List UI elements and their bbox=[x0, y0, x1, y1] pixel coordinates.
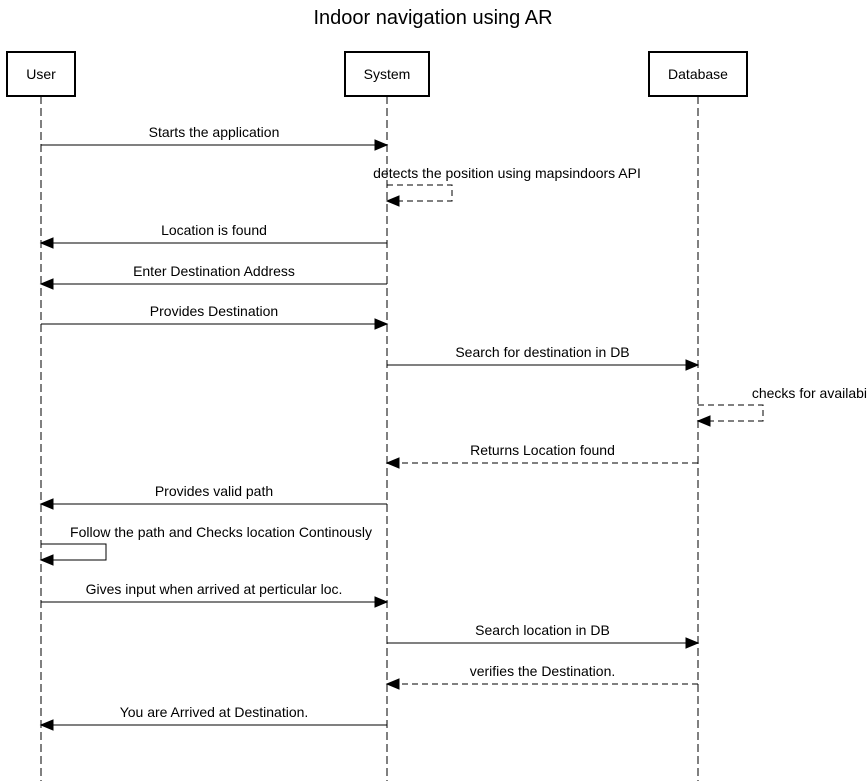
arrowhead bbox=[374, 139, 389, 151]
arrowhead bbox=[374, 596, 389, 608]
message-14: You are Arrived at Destination. bbox=[39, 704, 387, 731]
arrowhead bbox=[685, 637, 700, 649]
lifelines bbox=[40, 96, 699, 781]
message-label: detects the position using mapsindoors A… bbox=[373, 165, 641, 181]
actor-system: System bbox=[344, 51, 430, 97]
system-box bbox=[344, 51, 430, 97]
message-label: Returns Location found bbox=[470, 442, 615, 458]
arrowhead bbox=[685, 359, 700, 371]
message-label: checks for availability bbox=[752, 385, 867, 401]
actor-database: Database bbox=[648, 51, 748, 97]
message-2: detects the position using mapsindoors A… bbox=[373, 165, 641, 207]
message-4: Enter Destination Address bbox=[39, 263, 387, 290]
messages: Starts the application detects the positi… bbox=[39, 124, 867, 731]
arrowhead bbox=[39, 237, 54, 249]
arrowhead bbox=[696, 415, 711, 427]
user-label: User bbox=[26, 66, 56, 82]
message-line bbox=[41, 543, 107, 561]
message-label: verifies the Destination. bbox=[470, 663, 616, 679]
system-label: System bbox=[364, 66, 411, 82]
arrowhead bbox=[385, 195, 400, 207]
arrowhead bbox=[374, 318, 389, 330]
message-label: Enter Destination Address bbox=[133, 263, 295, 279]
message-line bbox=[387, 184, 453, 202]
message-label: Provides Destination bbox=[150, 303, 278, 319]
message-label: Gives input when arrived at perticular l… bbox=[86, 581, 343, 597]
message-11: Gives input when arrived at perticular l… bbox=[41, 581, 389, 608]
arrowhead bbox=[39, 278, 54, 290]
message-12: Search location in DB bbox=[387, 622, 700, 649]
arrowhead bbox=[39, 554, 54, 566]
message-1: Starts the application bbox=[41, 124, 389, 151]
actors: User System Database bbox=[6, 51, 748, 97]
message-5: Provides Destination bbox=[41, 303, 389, 330]
database-label: Database bbox=[668, 66, 728, 82]
arrowhead bbox=[39, 498, 54, 510]
message-label: You are Arrived at Destination. bbox=[120, 704, 309, 720]
message-13: verifies the Destination. bbox=[385, 663, 698, 690]
database-box bbox=[648, 51, 748, 97]
message-10: Follow the path and Checks location Cont… bbox=[39, 524, 372, 566]
arrowhead bbox=[39, 719, 54, 731]
message-label: Search location in DB bbox=[475, 622, 610, 638]
message-label: Location is found bbox=[161, 222, 267, 238]
message-label: Follow the path and Checks location Cont… bbox=[70, 524, 372, 540]
message-label: Provides valid path bbox=[155, 483, 273, 499]
message-3: Location is found bbox=[39, 222, 387, 249]
arrowhead bbox=[385, 457, 400, 469]
arrowhead bbox=[385, 678, 400, 690]
actor-user: User bbox=[6, 51, 76, 97]
message-9: Provides valid path bbox=[39, 483, 387, 510]
message-line bbox=[698, 404, 764, 422]
message-8: Returns Location found bbox=[385, 442, 698, 469]
message-label: Search for destination in DB bbox=[455, 344, 629, 360]
diagram-title: Indoor navigation using AR bbox=[313, 7, 552, 29]
message-label: Starts the application bbox=[149, 124, 280, 140]
message-6: Search for destination in DB bbox=[387, 344, 700, 371]
message-7: checks for availability bbox=[696, 385, 867, 427]
user-box bbox=[6, 51, 76, 97]
